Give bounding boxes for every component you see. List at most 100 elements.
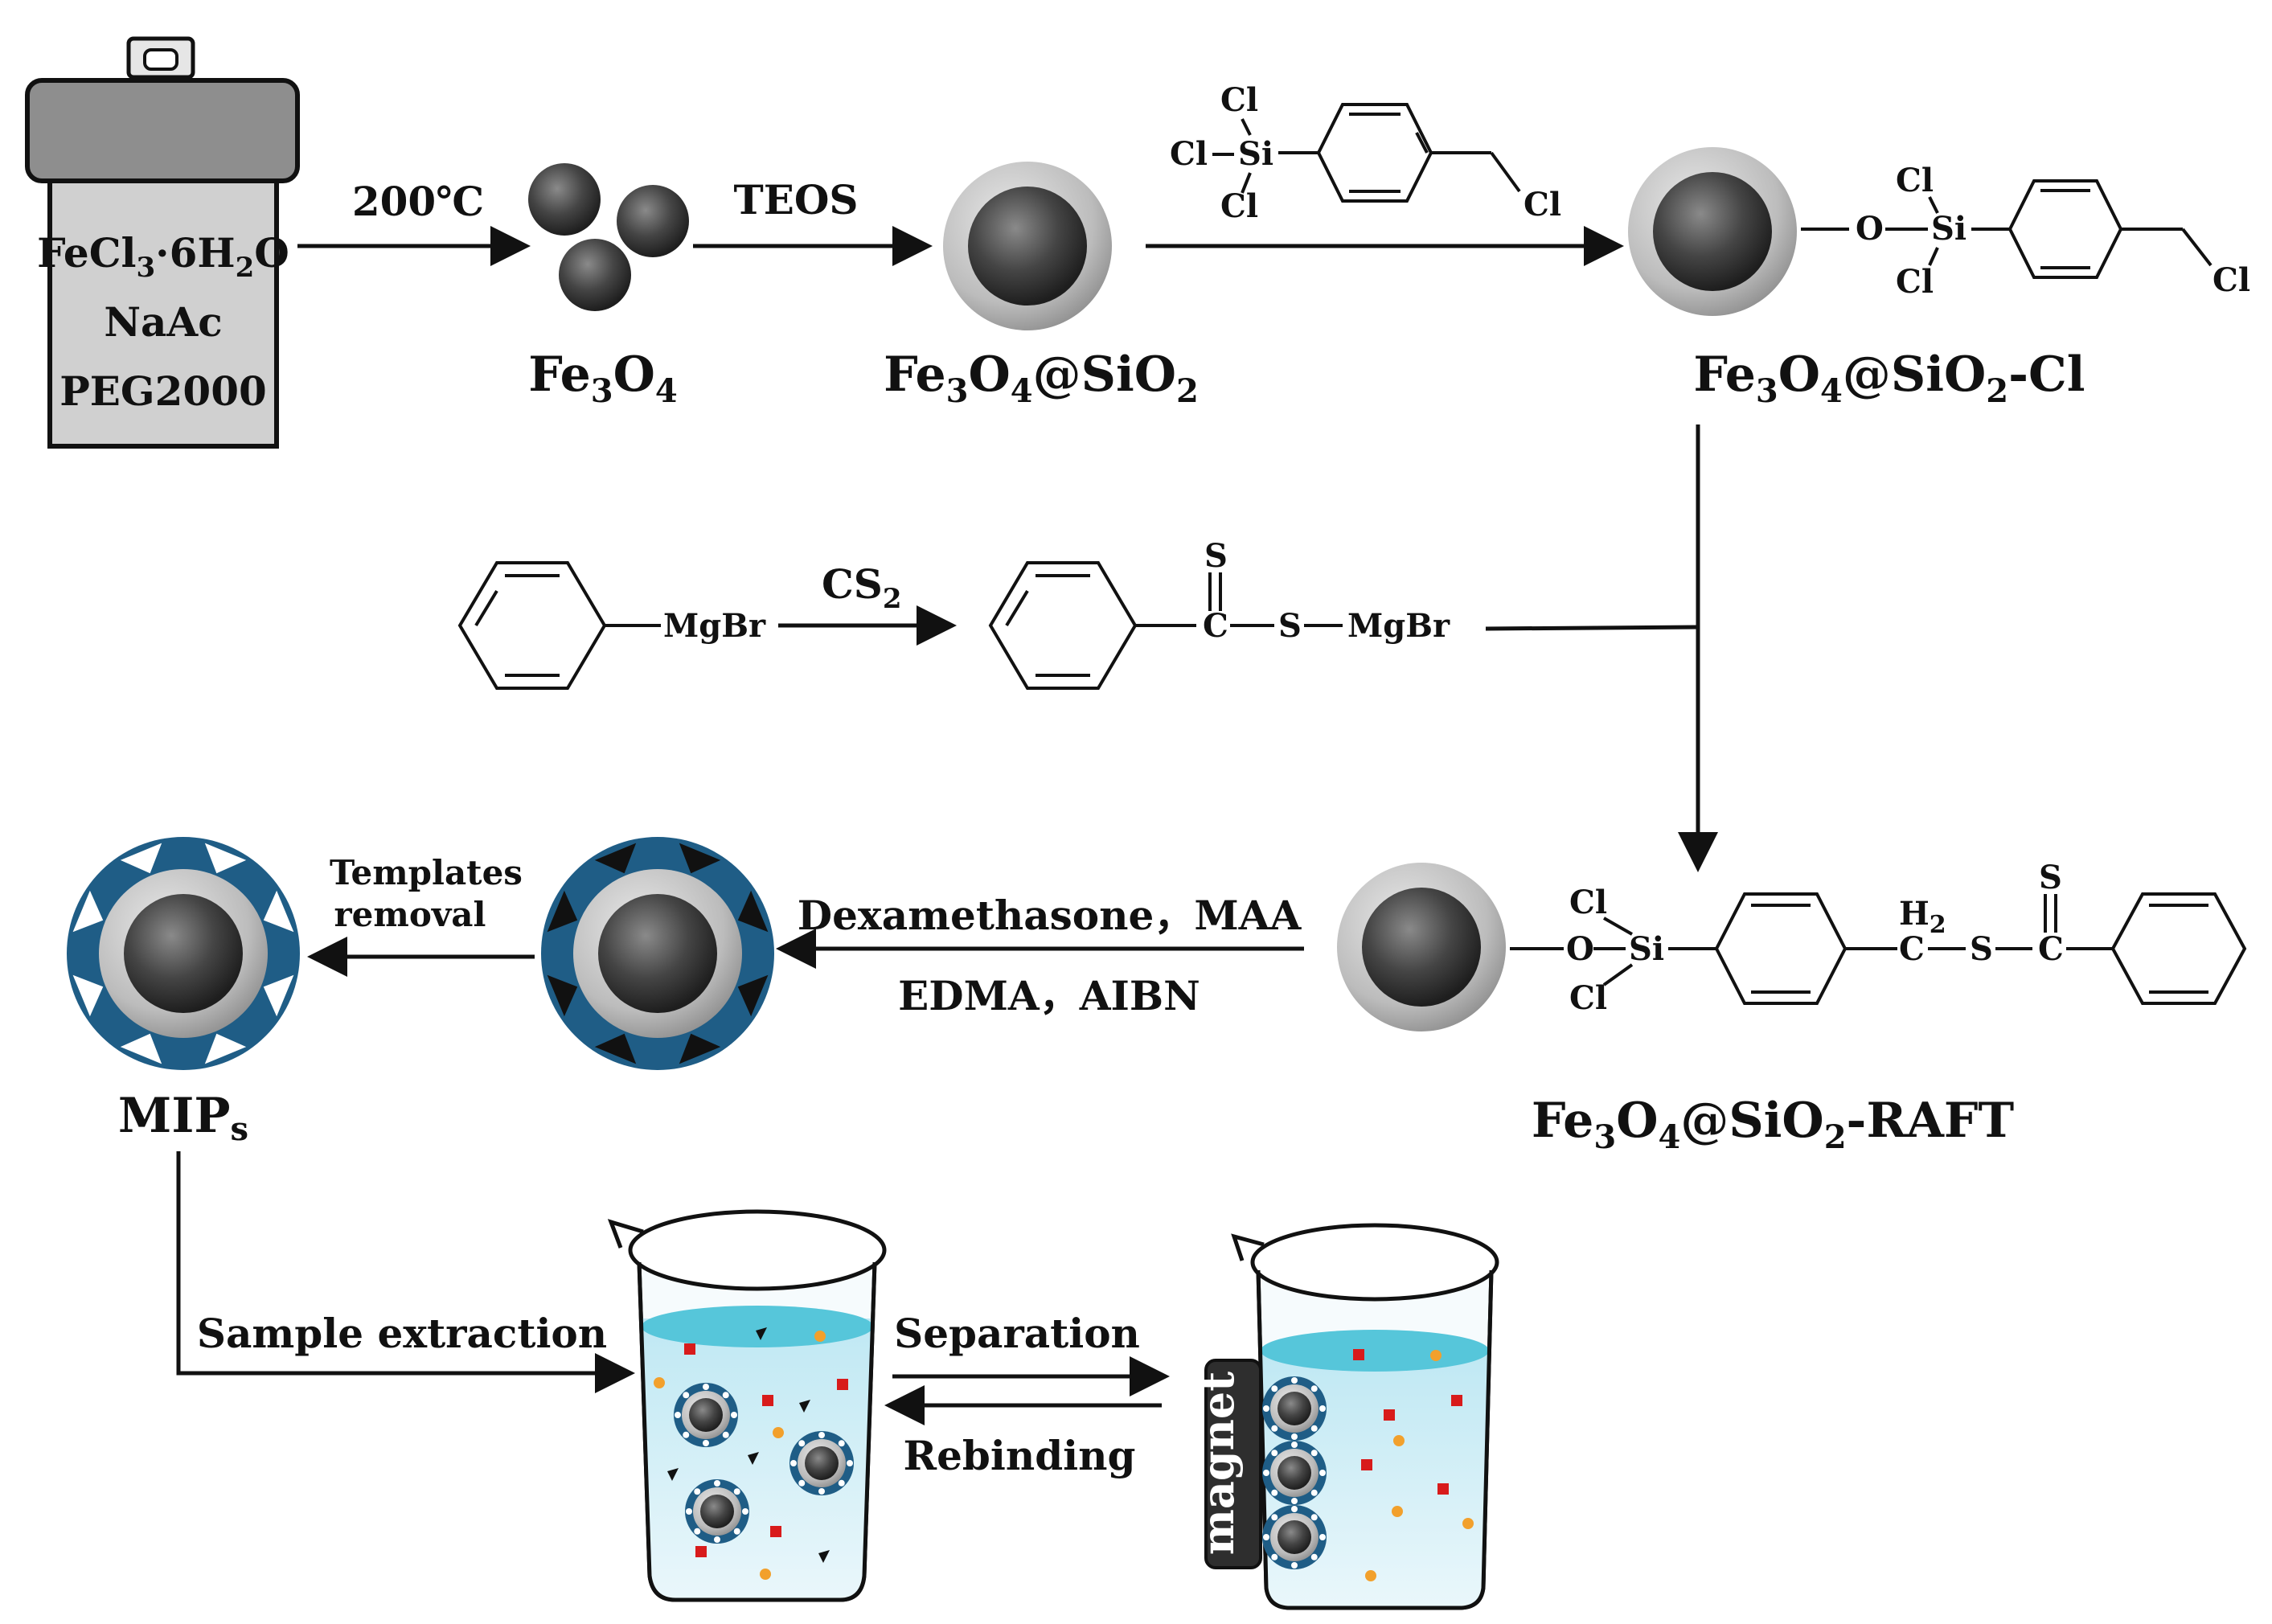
svg-text:Si: Si: [1629, 930, 1664, 968]
impurity-red: [695, 1546, 707, 1557]
separation-label: Separation: [894, 1310, 1140, 1357]
svg-text:Cl: Cl: [1220, 81, 1258, 119]
svg-text:S: S: [1204, 537, 1228, 575]
h2-label: H2: [1899, 895, 1946, 939]
connector-grignard-to-raft: [1485, 625, 1699, 631]
template-molecule: [679, 1033, 721, 1064]
fe3o4-sio2-cl-particle: [1628, 147, 1797, 316]
cavity-dot: [714, 1536, 720, 1543]
svg-text:Cl: Cl: [1896, 162, 1934, 199]
arrow-sample-extraction: [176, 1151, 635, 1393]
mini-mip-captured-core: [1277, 1392, 1311, 1425]
cavity-dot: [838, 1440, 845, 1447]
fe3o4-label: Fe3O4: [528, 347, 677, 410]
reactor-line1-mid: ·6H: [155, 229, 235, 277]
svg-text:MgBr: MgBr: [1347, 607, 1450, 645]
cavity-dot: [1310, 1385, 1318, 1392]
reactor-line1: FeCl: [37, 229, 136, 277]
beaker1-contents: [654, 1327, 854, 1580]
impurity-red: [762, 1395, 773, 1406]
cavity-dot: [838, 1479, 845, 1487]
cavity-dot: [1271, 1514, 1278, 1521]
imprinted-cavity: [120, 843, 162, 874]
svg-text:S: S: [2039, 859, 2062, 896]
cavity-dot: [798, 1479, 806, 1487]
svg-text:Si: Si: [1931, 210, 1966, 248]
templates-removal-line2: removal: [334, 895, 486, 934]
reactor-line1-sub2: 2: [236, 252, 255, 284]
impurity-red: [1437, 1483, 1449, 1495]
beaker2-contents: [1262, 1349, 1474, 1581]
template-molecule: [547, 890, 578, 933]
cavity-dot: [683, 1392, 690, 1399]
cavity-dot: [1291, 1377, 1298, 1384]
mips-label: MIPs: [118, 1088, 248, 1148]
cavity-dot: [733, 1488, 740, 1495]
cavity-dot: [790, 1460, 797, 1466]
cavity-dot: [818, 1432, 825, 1438]
imprinted-cavity: [204, 843, 247, 874]
svg-text:FeCl3·6H2O: FeCl3·6H2O: [37, 229, 289, 284]
template-molecule: [547, 974, 578, 1017]
impurity-red: [1361, 1459, 1372, 1470]
sample-extraction-label: Sample extraction: [197, 1310, 607, 1357]
free-template: [756, 1327, 767, 1340]
template-molecule: [594, 843, 637, 874]
svg-text:O: O: [1856, 210, 1884, 248]
cavity-dot: [1319, 1405, 1326, 1412]
impurity-red: [770, 1526, 781, 1537]
reagents-line1: Dexamethasone，MAA: [798, 892, 1302, 939]
reactor-line1-end: O: [254, 229, 289, 277]
template-molecule: [679, 843, 721, 874]
cavity-dot: [703, 1440, 709, 1446]
svg-text:Cl: Cl: [1170, 135, 1208, 173]
imprinted-cavity: [72, 890, 104, 933]
imprinted-cavity: [263, 974, 294, 1017]
svg-text:S: S: [1970, 930, 1993, 968]
cavity-dot: [1263, 1534, 1269, 1540]
fe3o4-sio2-raft-particle: [1337, 863, 1506, 1031]
free-template: [799, 1400, 810, 1413]
mini-mip-captured-core: [1277, 1456, 1311, 1490]
cavity-dot: [1319, 1534, 1326, 1540]
fe3o4-sio2-particle: [943, 162, 1112, 330]
cavity-dot: [1271, 1489, 1278, 1496]
cavity-dot: [731, 1412, 737, 1418]
reactor-line1-sub: 3: [137, 252, 156, 284]
cavity-dot: [1263, 1405, 1269, 1412]
svg-text:MgBr: MgBr: [663, 607, 766, 645]
cavity-dot: [1291, 1498, 1298, 1504]
cavity-dot: [1271, 1385, 1278, 1392]
imprinted-cavity: [263, 890, 294, 933]
magnet-label: magnet: [1192, 1372, 1244, 1556]
cavity-dot: [1310, 1514, 1318, 1521]
beaker-extraction: [607, 1209, 887, 1602]
impurity-orange: [760, 1569, 771, 1580]
svg-text:C: C: [1899, 930, 1925, 968]
svg-text:Si: Si: [1238, 135, 1273, 173]
free-template: [667, 1468, 679, 1481]
dithiobenzoate-mgbr: C S S MgBr: [988, 537, 1450, 690]
svg-text:Cl: Cl: [2213, 261, 2250, 299]
chloro-silane-reagent: Cl Cl Si Cl Cl: [1170, 81, 1561, 225]
impurity-red: [1353, 1349, 1364, 1360]
svg-text:Cl: Cl: [1569, 884, 1607, 921]
cavity-dot: [1263, 1470, 1269, 1476]
free-template: [818, 1550, 830, 1563]
mini-mip-core: [805, 1446, 839, 1480]
mips-particle: [67, 837, 300, 1070]
impurity-red: [684, 1343, 695, 1355]
svg-text:C: C: [2038, 930, 2064, 968]
cavity-dot: [694, 1488, 701, 1495]
cavity-dot: [733, 1528, 740, 1535]
imprinted-particle: [541, 837, 774, 1070]
cavity-dot: [1310, 1425, 1318, 1432]
templates-removal-line1: Templates: [330, 853, 523, 892]
impurity-orange: [1430, 1350, 1442, 1361]
teos-label: TEOS: [734, 176, 859, 224]
fe3o4-sio2-cl-label: Fe3O4@SiO2-Cl: [1693, 347, 2085, 410]
cavity-dot: [675, 1412, 681, 1418]
template-molecule: [737, 890, 769, 933]
imprinted-cavity: [72, 974, 104, 1017]
cavity-dot: [703, 1384, 709, 1390]
